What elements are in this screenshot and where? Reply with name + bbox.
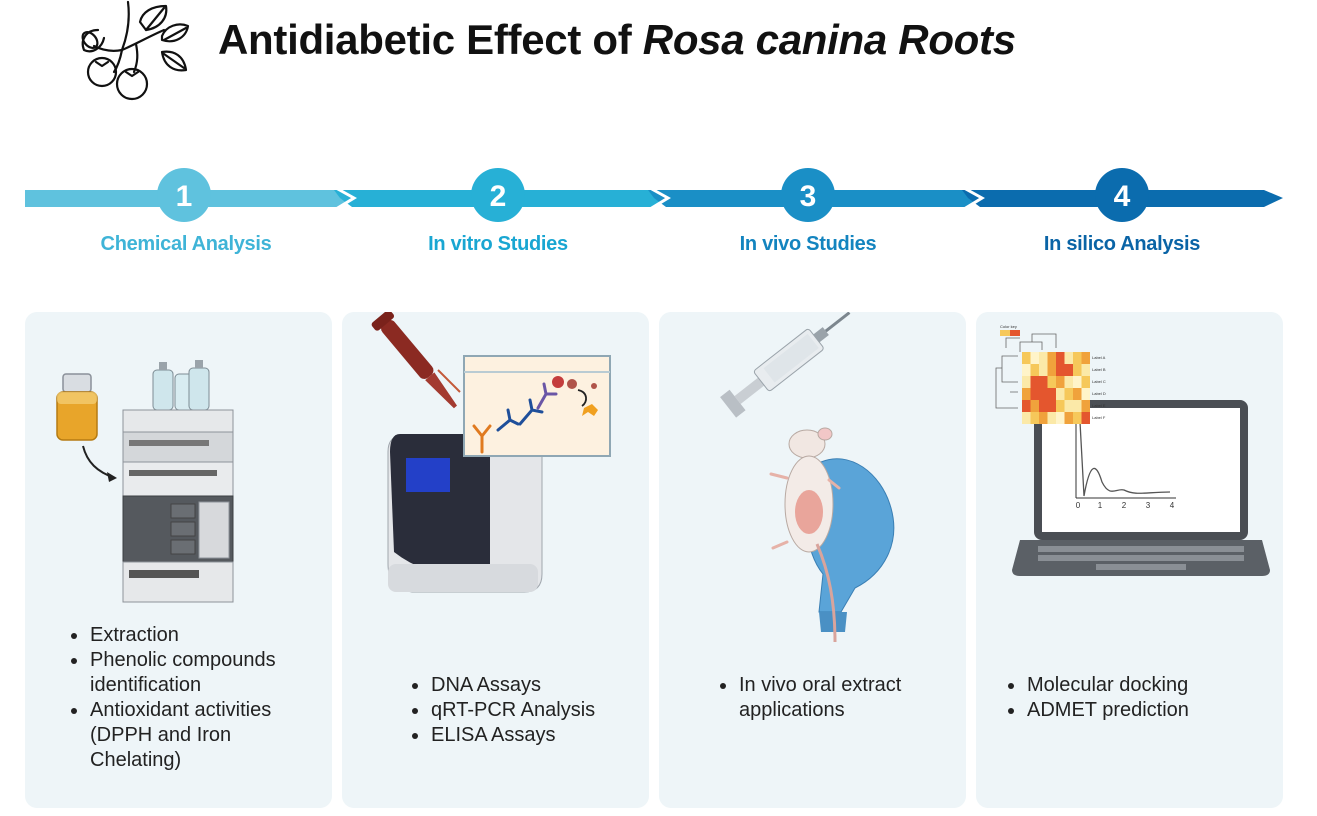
chart-tick-2: 2 [1122, 501, 1127, 510]
heatmap-grid [1022, 352, 1090, 424]
bullet-admet-prediction: ADMET prediction [1002, 698, 1262, 723]
bullet-dna-assays: DNA Assays [406, 673, 626, 698]
heatmap-cell [1081, 388, 1090, 400]
heatmap-cell [1030, 400, 1039, 412]
step-2-label: In vitro Studies [428, 233, 568, 255]
heatmap-cell [1030, 388, 1039, 400]
card-2-bullets: DNA Assays qRT-PCR Analysis ELISA Assays [406, 673, 626, 748]
heatmap-cell [1056, 364, 1065, 376]
step-2-circle [471, 168, 525, 222]
card-4-bullets: Molecular docking ADMET prediction [1002, 673, 1262, 723]
heatmap-cell [1039, 376, 1048, 388]
bullet-elisa-assays: ELISA Assays [406, 723, 626, 748]
heatmap-cell [1039, 400, 1048, 412]
step-1-label: Chemical Analysis [100, 233, 272, 255]
heatmap-cell [1081, 364, 1090, 376]
heatmap-cell [1039, 412, 1048, 424]
heatmap-cell [1030, 352, 1039, 364]
card-in-silico: 0 1 2 3 4 Color key Label A Label B Labe… [976, 312, 1283, 808]
card-in-vivo: In vivo oral extract applications [659, 312, 966, 808]
heatmap-cell [1022, 364, 1031, 376]
heatmap-row-label-e: Label E [1092, 403, 1106, 408]
heatmap-cell [1030, 412, 1039, 424]
laptop-heatmap-icon: 0 1 2 3 4 Color key Label A Label B Labe… [995, 324, 1270, 576]
bullet-qrt-pcr: qRT-PCR Analysis [406, 698, 626, 723]
heatmap-cell [1039, 388, 1048, 400]
card-3-bullets: In vivo oral extract applications [714, 673, 934, 723]
heatmap-cell [1047, 388, 1056, 400]
page-title: Antidiabetic Effect of Rosa canina Roots [218, 16, 1016, 63]
heatmap-cell [1047, 364, 1056, 376]
chart-tick-3: 3 [1146, 501, 1151, 510]
heatmap-cell [1081, 376, 1090, 388]
bullet-oral-extract: In vivo oral extract applications [714, 673, 934, 723]
step-2-number: 2 [490, 180, 507, 213]
pcr-machine-icon [371, 312, 611, 593]
step-1-number: 1 [176, 180, 193, 213]
step-4-label: In silico Analysis [1043, 233, 1201, 255]
heatmap-cell [1022, 388, 1031, 400]
heatmap-row-label-a: Label A [1092, 355, 1106, 360]
heatmap-cell [1081, 412, 1090, 424]
heatmap-cell [1047, 400, 1056, 412]
heatmap-cell [1056, 388, 1065, 400]
bullet-antioxidant-activities: Antioxidant activities (DPPH and Iron Ch… [65, 698, 325, 773]
heatmap-cell [1056, 400, 1065, 412]
heatmap-cell [1073, 400, 1082, 412]
step-3-number: 3 [800, 180, 817, 213]
card-in-vitro: DNA Assays qRT-PCR Analysis ELISA Assays [342, 312, 649, 808]
heatmap-cell [1039, 364, 1048, 376]
card-chemical-analysis: Extraction Phenolic compounds identifica… [25, 312, 332, 808]
hplc-machine-icon [56, 360, 234, 603]
heatmap-cell [1039, 352, 1048, 364]
heatmap-cell [1073, 388, 1082, 400]
step-3-label: In vivo Studies [739, 233, 877, 255]
bullet-molecular-docking: Molecular docking [1002, 673, 1262, 698]
heatmap-cell [1064, 412, 1073, 424]
heatmap-cell [1073, 376, 1082, 388]
heatmap-cell [1081, 352, 1090, 364]
card-1-bullets: Extraction Phenolic compounds identifica… [65, 623, 325, 773]
heatmap-cell [1030, 376, 1039, 388]
heatmap-color-key-label: Color key [1000, 324, 1017, 329]
bullet-extraction: Extraction [65, 623, 325, 648]
heatmap-cell [1064, 388, 1073, 400]
heatmap-cell [1073, 412, 1082, 424]
heatmap-cell [1047, 352, 1056, 364]
heatmap-cell [1064, 400, 1073, 412]
heatmap-cell [1064, 352, 1073, 364]
heatmap-cell [1081, 400, 1090, 412]
heatmap-cell [1047, 412, 1056, 424]
heatmap-row-label-d: Label D [1092, 391, 1106, 396]
step-4-number: 4 [1114, 180, 1131, 213]
heatmap-row-label-c: Label C [1092, 379, 1106, 384]
chart-tick-4: 4 [1170, 501, 1175, 510]
heatmap-cell [1047, 376, 1056, 388]
heatmap-cell [1073, 352, 1082, 364]
chart-tick-1: 1 [1098, 501, 1103, 510]
timeline-arrow: 1 2 3 4 [25, 168, 1283, 222]
rose-hip-branch-icon [81, 0, 190, 101]
heatmap-cell [1022, 376, 1031, 388]
heatmap-cell [1064, 376, 1073, 388]
heatmap-cell [1056, 376, 1065, 388]
chart-tick-0: 0 [1076, 501, 1081, 510]
heatmap-row-label-f: Label F [1092, 415, 1106, 420]
heatmap-row-label-b: Label B [1092, 367, 1106, 372]
heatmap-cell [1022, 412, 1031, 424]
step-4-circle [1095, 168, 1149, 222]
heatmap-cell [1022, 400, 1031, 412]
heatmap-cell [1030, 364, 1039, 376]
heatmap-cell [1056, 412, 1065, 424]
step-3-circle [781, 168, 835, 222]
bullet-phenolic-compounds: Phenolic compounds identification [65, 648, 325, 698]
step-1-circle [157, 168, 211, 222]
heatmap-cell [1064, 364, 1073, 376]
oral-gavage-mouse-icon [720, 312, 895, 642]
heatmap-cell [1022, 352, 1031, 364]
heatmap-cell [1056, 352, 1065, 364]
heatmap-cell [1073, 364, 1082, 376]
